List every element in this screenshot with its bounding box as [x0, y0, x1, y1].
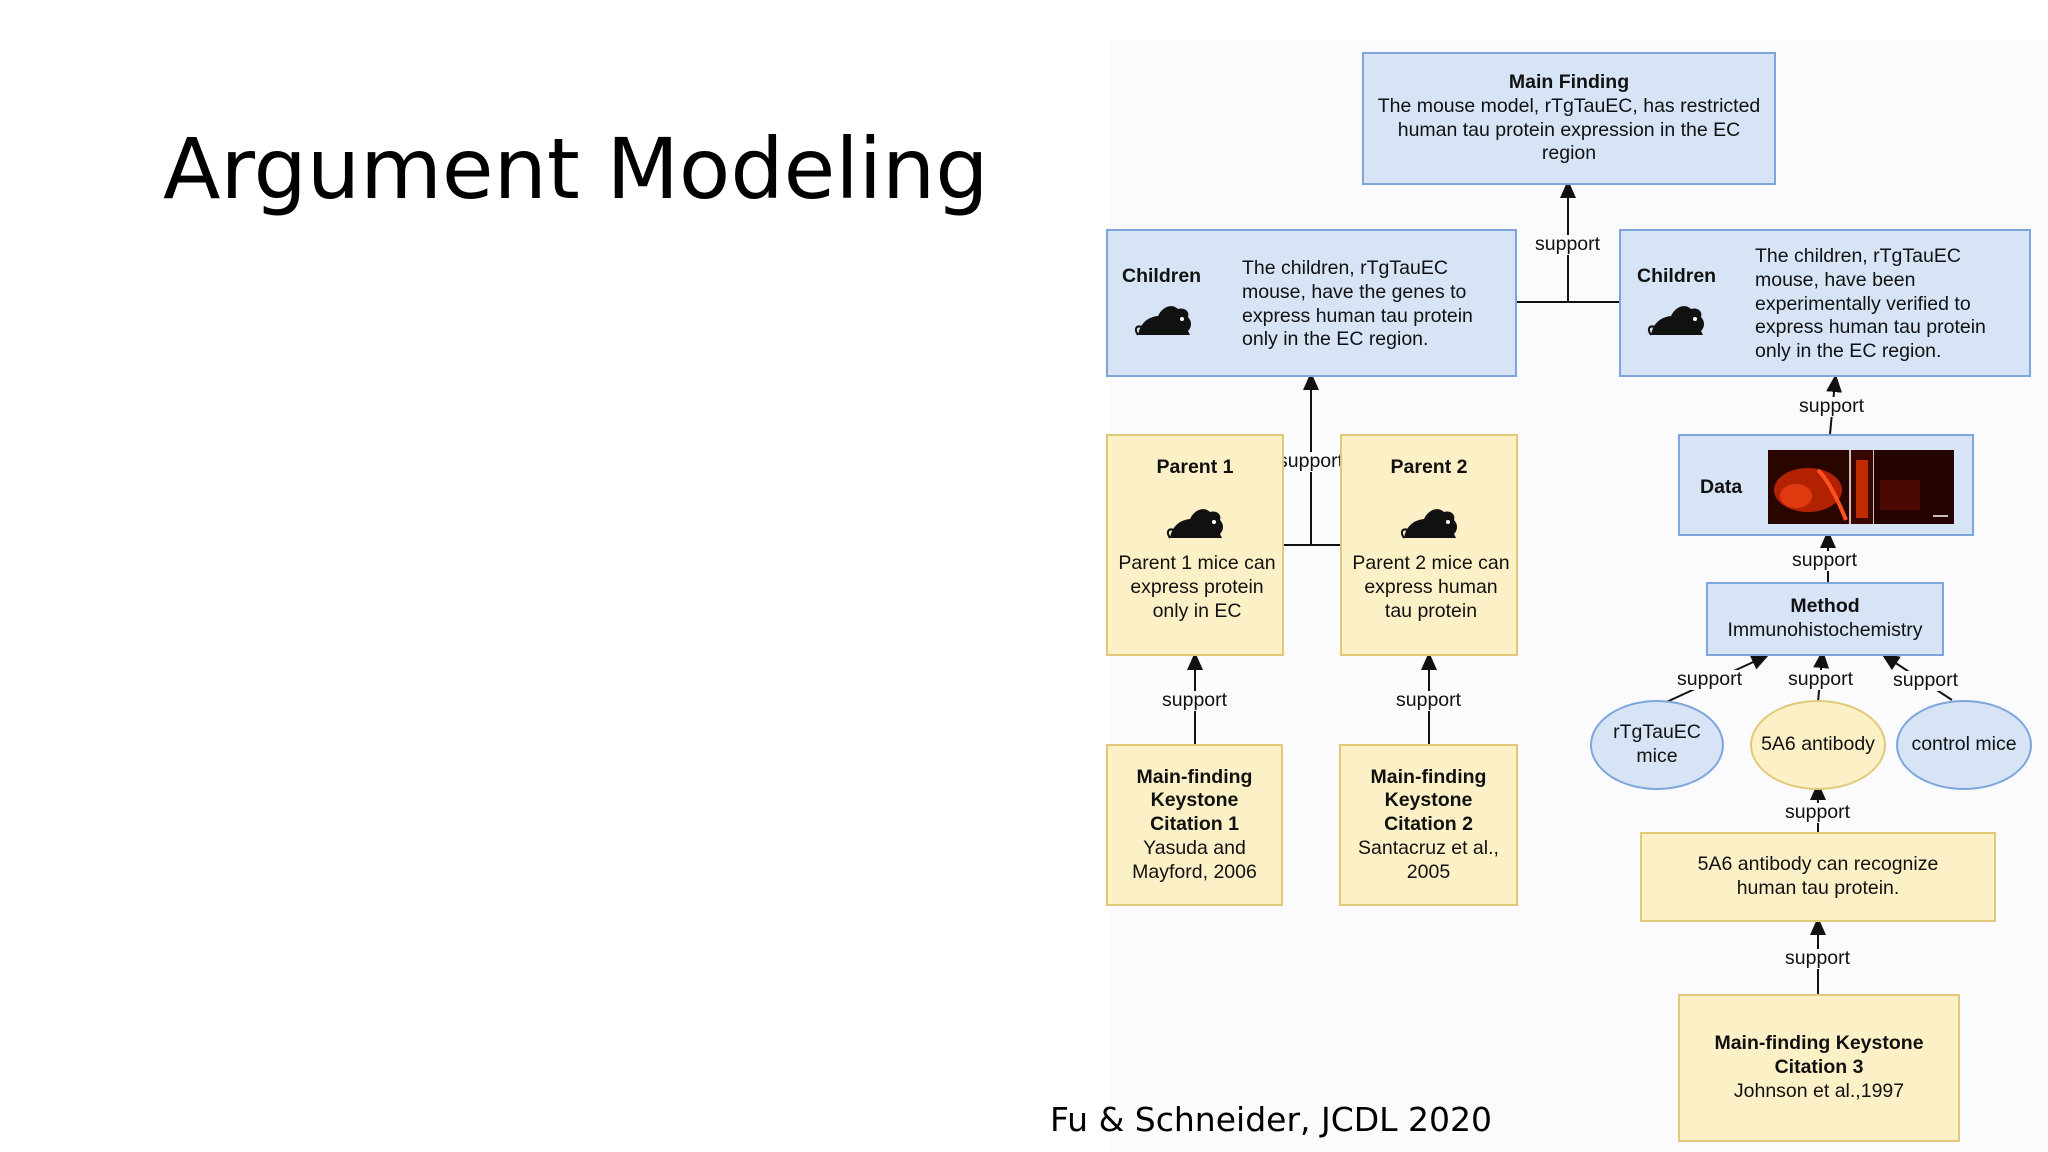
support-label: support [1533, 233, 1603, 255]
children-left-text: The children, rTgTauEC mouse, have the g… [1242, 257, 1473, 351]
citation3-heading: Main-finding Keystone Citation 3 [1714, 1032, 1924, 1079]
mouse-icon [1647, 306, 1704, 336]
support-label: support [1394, 689, 1464, 711]
support-label: support [1783, 801, 1853, 823]
microscopy-image [1768, 450, 1954, 524]
citation2-heading: Main-finding Keystone Citation 2 [1370, 765, 1487, 836]
data-box: Data [1678, 434, 1974, 536]
main-finding-box: Main Finding The mouse model, rTgTauEC, … [1362, 52, 1776, 185]
mouse-icon [1134, 306, 1191, 336]
parent1-box: Parent 1 Parent 1 mice can express prote… [1106, 434, 1284, 656]
support-label: support [1675, 668, 1745, 690]
slide-caption: Fu & Schneider, JCDL 2020 [1050, 1100, 1493, 1139]
mouse-icon [1400, 509, 1457, 539]
parent2-text: Parent 2 mice can express human tau prot… [1352, 552, 1510, 622]
children-right-heading: Children [1637, 265, 1717, 287]
main-finding-text: The mouse model, rTgTauEC, has restricte… [1377, 94, 1761, 165]
main-finding-heading: Main Finding [1508, 70, 1630, 93]
parent2-heading: Parent 2 [1390, 456, 1468, 478]
parent1-heading: Parent 1 [1156, 456, 1234, 478]
support-label: support [1160, 689, 1230, 711]
method-box: Method Immunohistochemistry [1706, 582, 1944, 656]
citation2-text: Santacruz et al., 2005 [1358, 836, 1499, 883]
children-right-box: Children The children, rTgTauEC mouse, h… [1619, 229, 2031, 377]
method-text: Immunohistochemistry [1727, 619, 1923, 641]
citation1-text: Yasuda and Mayford, 2006 [1132, 836, 1257, 883]
ellipse-control-mice: control mice [1896, 700, 2032, 790]
parent1-text: Parent 1 mice can express protein only i… [1118, 552, 1276, 622]
citation3-text: Johnson et al.,1997 [1733, 1079, 1905, 1102]
support-label: support [1276, 450, 1346, 472]
ellipse-rtgtauec-mice: rTgTauEC mice [1590, 700, 1724, 790]
antibody-recognition-text: 5A6 antibody can recognize human tau pro… [1697, 853, 1939, 899]
citation1-box: Main-finding Keystone Citation 1 Yasuda … [1106, 744, 1283, 906]
method-heading: Method [1790, 595, 1860, 618]
slide-title: Argument Modeling [163, 120, 989, 218]
children-left-box: Children The children, rTgTauEC mouse, h… [1106, 229, 1517, 377]
citation1-heading: Main-finding Keystone Citation 1 [1136, 765, 1253, 836]
parent2-box: Parent 2 Parent 2 mice can express human… [1340, 434, 1518, 656]
children-right-text: The children, rTgTauEC mouse, have been … [1755, 245, 1986, 363]
mouse-icon [1166, 509, 1223, 539]
antibody-recognition-box: 5A6 antibody can recognize human tau pro… [1640, 832, 1996, 922]
ellipse-5a6-antibody: 5A6 antibody [1750, 700, 1886, 790]
support-label: support [1783, 947, 1853, 969]
support-label: support [1797, 395, 1867, 417]
support-label: support [1891, 669, 1961, 691]
support-label: support [1790, 549, 1860, 571]
citation3-box: Main-finding Keystone Citation 3 Johnson… [1678, 994, 1960, 1142]
data-heading: Data [1700, 476, 1743, 498]
children-left-heading: Children [1122, 265, 1202, 287]
support-label: support [1786, 668, 1856, 690]
citation2-box: Main-finding Keystone Citation 2 Santacr… [1339, 744, 1518, 906]
